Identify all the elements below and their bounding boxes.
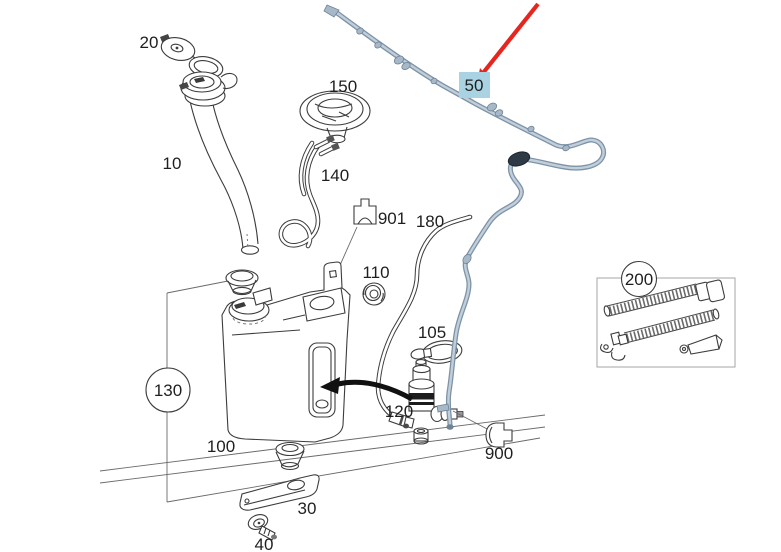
part-150-strainer-drawing [299, 90, 371, 144]
panel-frame-lines [99, 280, 546, 503]
part-label-120[interactable]: 120 [385, 402, 413, 421]
hose-grommet [507, 151, 531, 167]
part-30-bracket-drawing [239, 474, 320, 511]
part-label-100[interactable]: 100 [207, 437, 235, 456]
part-900-clip-icon [452, 410, 513, 448]
part-label-900[interactable]: 900 [485, 444, 513, 463]
part-label-40[interactable]: 40 [255, 535, 274, 552]
part-200-kit-box: 200 [596, 260, 736, 368]
selected-part-highlight[interactable] [459, 72, 490, 98]
part-label-180[interactable]: 180 [416, 212, 444, 231]
part-label-105[interactable]: 105 [418, 323, 446, 342]
selected-part-callout[interactable]: 50 [459, 72, 490, 98]
part-label-110[interactable]: 110 [362, 263, 389, 282]
part-label-20[interactable]: 20 [140, 33, 159, 52]
part-40-screw-drawing [247, 514, 277, 541]
part-110-grommet-drawing [362, 282, 386, 306]
part-label-30[interactable]: 30 [298, 499, 317, 518]
part-10-filler-neck-drawing [179, 71, 260, 255]
part-label-200[interactable]: 200 [625, 270, 653, 289]
part-140-tube-drawing [278, 134, 340, 249]
part-label-140[interactable]: 140 [321, 166, 349, 185]
neck-seal-grommet-drawing [225, 269, 259, 296]
part-130-callout[interactable]: 130 [145, 367, 191, 413]
part-label-10[interactable]: 10 [163, 154, 182, 173]
part-label-50[interactable]: 50 [465, 76, 484, 95]
flow-arrow-icon [320, 377, 414, 402]
part-100-reservoir-drawing [221, 261, 351, 471]
part-label-901[interactable]: 901 [378, 209, 406, 228]
part-50-hose-drawing [323, 4, 607, 430]
part-label-130[interactable]: 130 [154, 381, 182, 400]
part-label-150[interactable]: 150 [329, 77, 357, 96]
